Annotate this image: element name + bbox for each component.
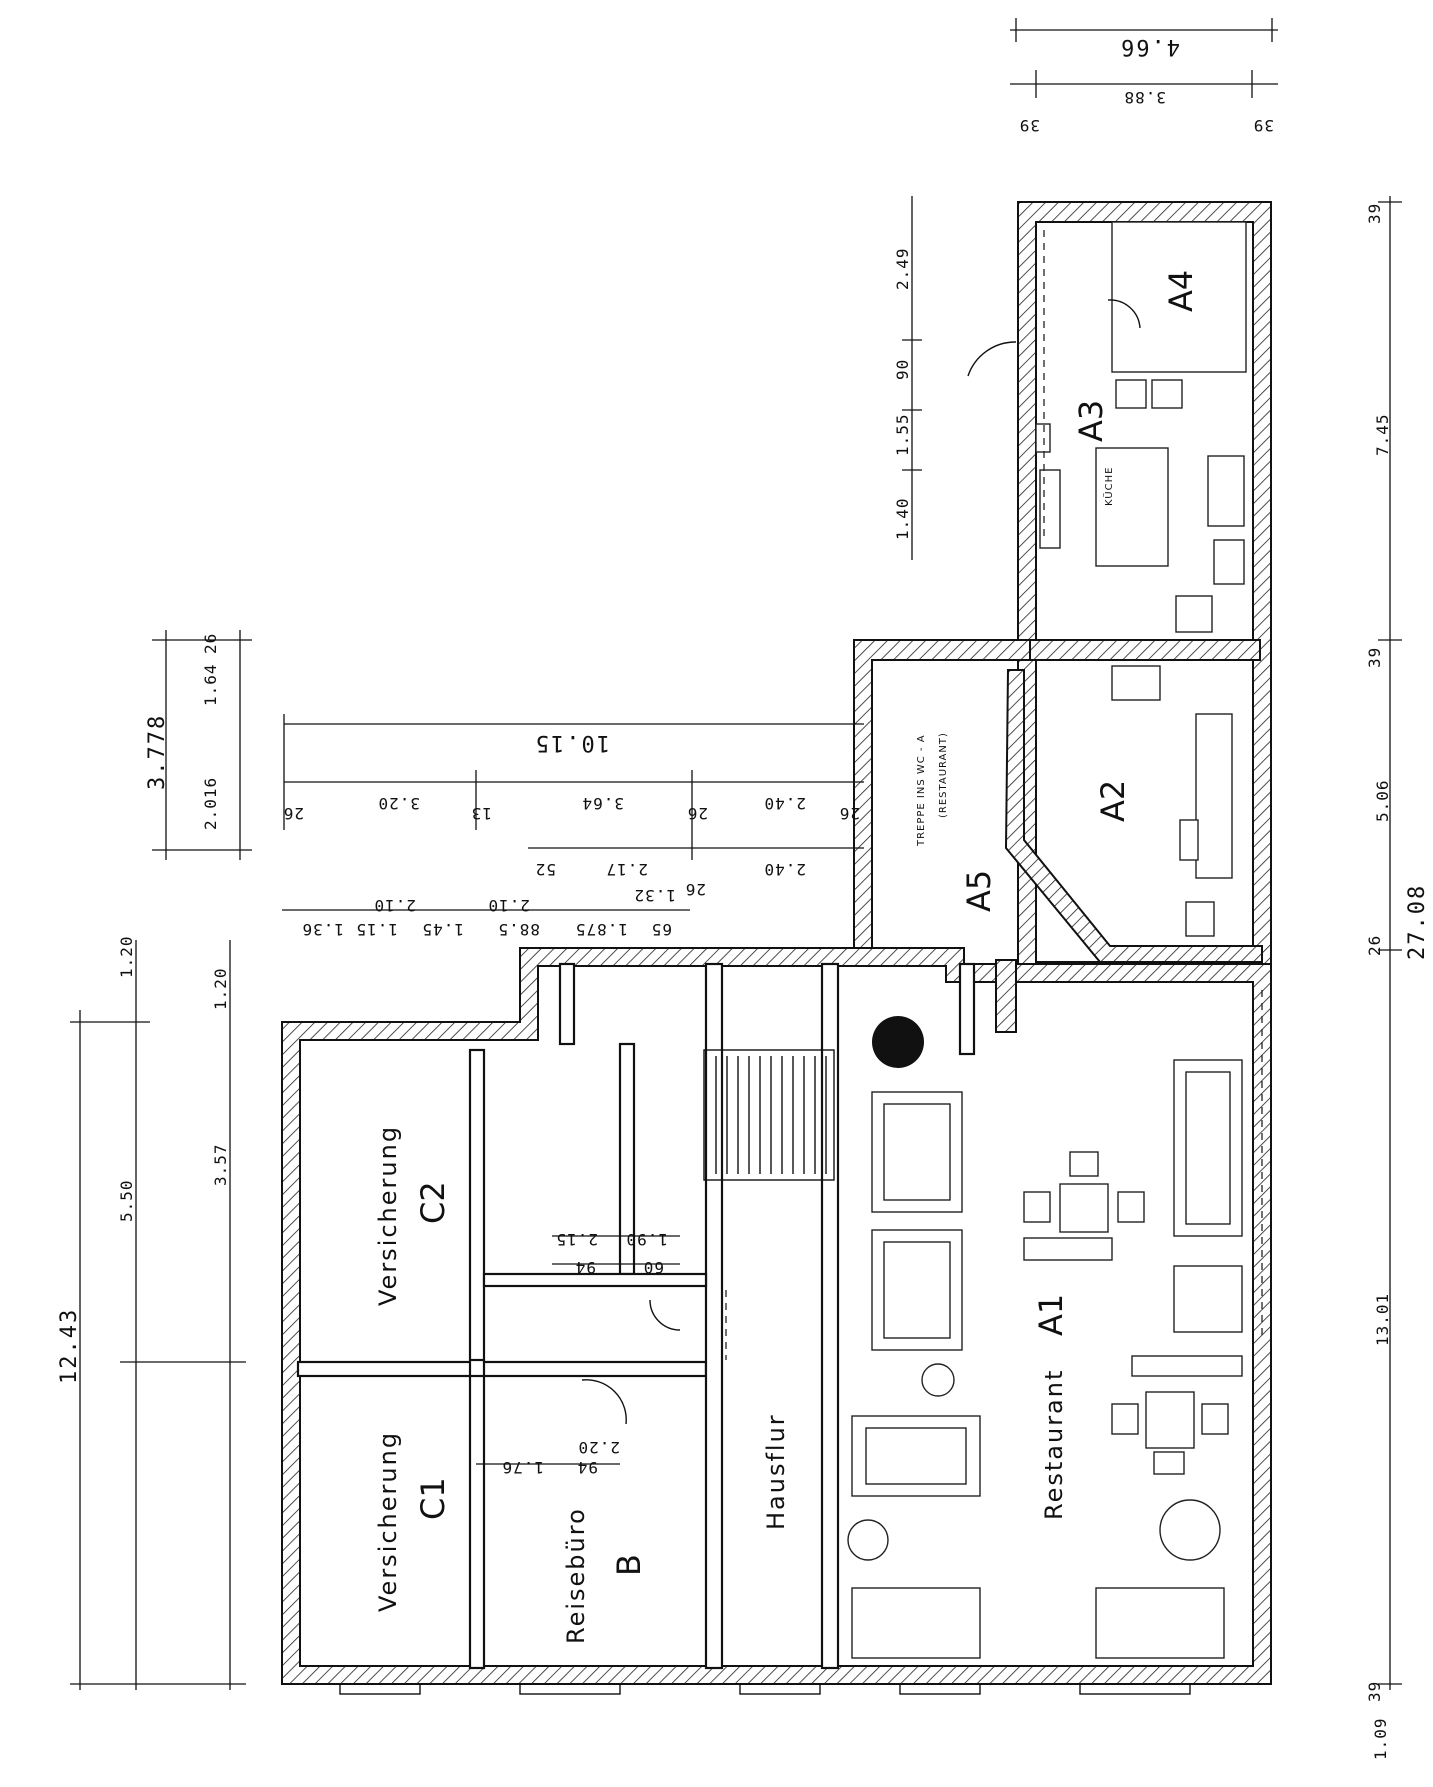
dim-mid-row1-4: 26 bbox=[687, 804, 708, 823]
dim-mid-row1-3: 3.64 bbox=[581, 794, 624, 813]
restaurant-furniture bbox=[847, 1016, 1243, 1659]
dim-mid-row1-1: 3.20 bbox=[377, 794, 420, 813]
dim-c2-inner-0: 2.15 bbox=[555, 1230, 598, 1249]
dim-b-inner-2: 94 bbox=[577, 1458, 598, 1477]
dimension-lines bbox=[70, 18, 1402, 1690]
dim-left-small-seg-1: 1.64 bbox=[201, 663, 220, 706]
kitchen-fixtures bbox=[1035, 221, 1247, 633]
dim-left-small-total: 3.778 bbox=[145, 714, 170, 790]
dim-top-left: 39 bbox=[1019, 116, 1040, 135]
dim-mid-row3-5: 65 bbox=[651, 920, 672, 939]
dim-c2-inner-2: 94 bbox=[575, 1258, 596, 1277]
dim-b-inner-1: 1.76 bbox=[501, 1458, 544, 1477]
dim-right-seg-5: 13.01 bbox=[1373, 1293, 1392, 1346]
dim-right-seg-4: 26 bbox=[1365, 935, 1384, 956]
room-c2-id: C2 bbox=[414, 1181, 452, 1224]
dim-mid-row3-top-0: 2.10 bbox=[373, 896, 416, 915]
dim-right-seg-3: 5.06 bbox=[1373, 779, 1392, 822]
room-a4-id: A4 bbox=[1162, 270, 1200, 312]
bar-counter bbox=[1111, 665, 1233, 937]
dimension-labels: 4.66 3.88 39 39 27.08 39 7.45 39 5.06 26… bbox=[57, 34, 1430, 1760]
dim-top-total: 4.66 bbox=[1119, 34, 1180, 59]
hallway-name: Hausflur bbox=[762, 1413, 790, 1530]
dim-mid-row3-4: 1.875 bbox=[575, 920, 628, 939]
facade-windows bbox=[339, 1683, 1191, 1695]
room-a3-id: A3 bbox=[1072, 400, 1110, 442]
dim-mid-row3-top-1: 2.10 bbox=[487, 896, 530, 915]
dim-mid-row3-top-2: 1.32 bbox=[633, 886, 676, 905]
dim-a3-side-3: 1.40 bbox=[893, 497, 912, 540]
room-b-id: B bbox=[610, 1554, 648, 1576]
dim-a3-side-1: 90 bbox=[893, 359, 912, 380]
room-a1-id: A1 bbox=[1032, 1294, 1070, 1336]
dim-mid-row2-1: 2.17 bbox=[605, 860, 648, 879]
dim-left-small-seg-0: 2.016 bbox=[201, 777, 220, 830]
room-a5-id: A5 bbox=[960, 870, 998, 912]
wall-hatch-hints bbox=[725, 230, 1263, 1360]
dim-right-seg-2: 39 bbox=[1365, 647, 1384, 668]
room-a2-id: A2 bbox=[1094, 780, 1132, 822]
dim-mid-total: 10.15 bbox=[534, 730, 610, 755]
dim-a3-side-2: 1.55 bbox=[893, 413, 912, 456]
dim-b-inner-0: 2.20 bbox=[577, 1438, 620, 1457]
dim-left-total: 12.43 bbox=[57, 1308, 82, 1384]
room-b-name: Reisebüro bbox=[562, 1507, 590, 1644]
interior-walls bbox=[296, 639, 1263, 1670]
dim-left-seg-b-0: 1.20 bbox=[211, 967, 230, 1010]
dim-right-seg-0: 39 bbox=[1365, 203, 1384, 224]
dim-mid-row3-1: 1.15 bbox=[355, 920, 398, 939]
dim-left-seg-1: 5.50 bbox=[117, 1179, 136, 1222]
dim-left-small-seg-2: 26 bbox=[201, 633, 220, 654]
room-c2-name: Versicherung bbox=[374, 1125, 402, 1306]
dim-mid-row3-3: 88.5 bbox=[497, 920, 540, 939]
dim-right-total: 27.08 bbox=[1405, 884, 1430, 960]
staircase bbox=[703, 1049, 835, 1181]
dim-mid-row1-0: 26 bbox=[283, 804, 304, 823]
dim-stamp: 1.09 bbox=[1371, 1717, 1390, 1760]
dim-mid-row3-2: 1.45 bbox=[421, 920, 464, 939]
dim-right-seg-6: 39 bbox=[1365, 1681, 1384, 1702]
dim-mid-row1-6: 26 bbox=[839, 804, 860, 823]
doors bbox=[581, 299, 1141, 1425]
room-c1-id: C1 bbox=[414, 1477, 452, 1520]
room-a1-name: Restaurant bbox=[1040, 1369, 1068, 1520]
dim-mid-row3-0: 1.36 bbox=[301, 920, 344, 939]
room-c1-name: Versicherung bbox=[374, 1431, 402, 1612]
room-labels: Restaurant A1 A2 A3 KÜCHE A4 A5 TREPPE I… bbox=[374, 270, 1200, 1644]
dim-c2-inner-3: 60 bbox=[643, 1258, 664, 1277]
dim-mid-row2-0: 52 bbox=[535, 860, 556, 879]
dim-mid-row2-2: 26 bbox=[685, 880, 706, 899]
room-a3-label: KÜCHE bbox=[1102, 467, 1115, 506]
dim-left-seg-0: 1.20 bbox=[117, 935, 136, 978]
room-a5-note-1: TREPPE INS WC - A bbox=[916, 734, 927, 847]
interior-dimension-lines bbox=[476, 1235, 680, 1465]
room-a5-note-2: (RESTAURANT) bbox=[938, 732, 949, 818]
dim-mid-row1-5: 2.40 bbox=[763, 794, 806, 813]
dim-c2-inner-1: 1.90 bbox=[625, 1230, 668, 1249]
dim-a3-side-0: 2.49 bbox=[893, 247, 912, 290]
dim-mid-row2-3: 2.40 bbox=[763, 860, 806, 879]
dim-top-inner: 3.88 bbox=[1123, 88, 1166, 107]
dim-mid-row1-2: 13 bbox=[471, 804, 492, 823]
dim-right-seg-1: 7.45 bbox=[1373, 413, 1392, 456]
dim-left-seg-b-1: 3.57 bbox=[211, 1143, 230, 1186]
dim-top-right: 39 bbox=[1253, 116, 1274, 135]
